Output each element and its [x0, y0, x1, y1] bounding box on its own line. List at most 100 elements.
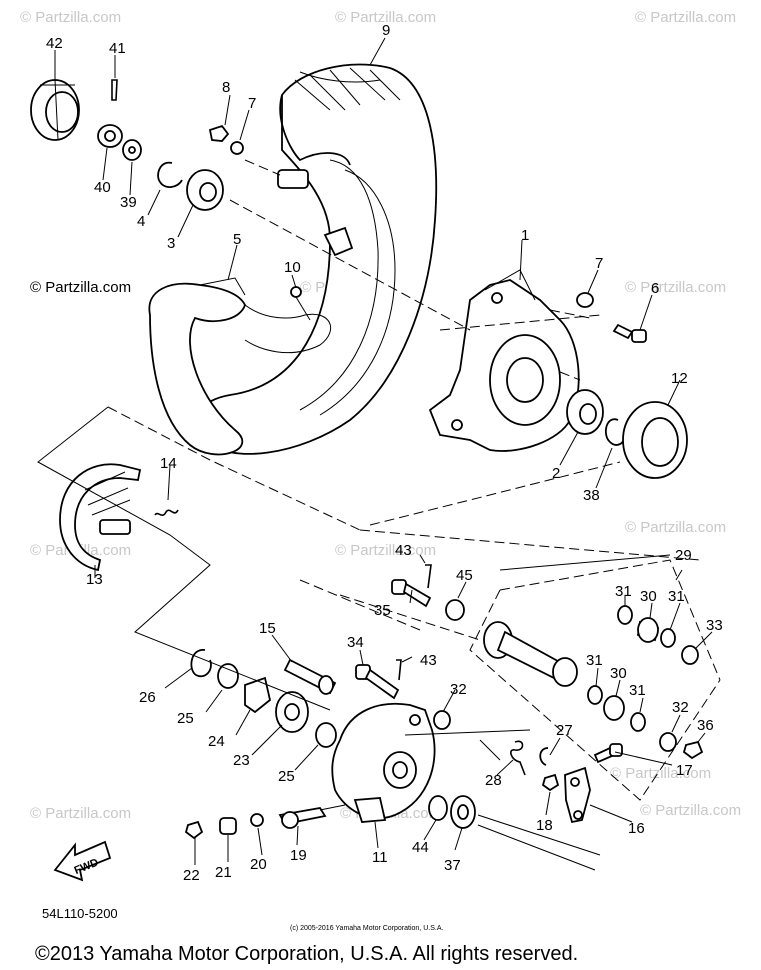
part-label: 1 [521, 227, 529, 244]
washer [576, 292, 594, 308]
part-label: 25 [278, 768, 295, 785]
forward-arrow: FWD [53, 840, 112, 882]
part-label: 10 [284, 259, 301, 276]
watermark: © Partzilla.com [625, 279, 726, 296]
part-label: 26 [139, 689, 156, 706]
return-spring [510, 740, 526, 776]
part-label: 39 [120, 194, 137, 211]
washer [122, 139, 142, 161]
part-label: 35 [374, 602, 391, 619]
indicator-plate [244, 676, 272, 714]
nut [184, 820, 204, 840]
part-label: 37 [444, 857, 461, 874]
part-label: 19 [290, 847, 307, 864]
nut [682, 740, 704, 760]
nut [208, 124, 230, 142]
adjuster [219, 817, 237, 835]
watermark: © Partzilla.com [335, 542, 436, 559]
part-label: 11 [372, 849, 388, 866]
part-label: 20 [250, 856, 267, 873]
part-label: 43 [420, 652, 437, 669]
brake-cam-shaft [283, 658, 337, 695]
watermark: © Partzilla.com [625, 519, 726, 536]
part-label: 24 [208, 733, 225, 750]
brake-shoes [59, 463, 142, 572]
tire-outer-half [195, 63, 438, 455]
brake-lever [564, 766, 591, 824]
axle [477, 621, 601, 871]
part-label: 31 [629, 682, 646, 699]
part-label: 23 [233, 752, 250, 769]
part-label: 40 [94, 179, 111, 196]
brake-rod-joint [278, 807, 327, 829]
o-ring [617, 605, 633, 625]
o-ring [587, 685, 603, 705]
hub-cap [30, 79, 80, 141]
wheel-hub [428, 269, 580, 452]
washer [433, 710, 451, 730]
bearing [186, 169, 224, 211]
bolt [355, 664, 400, 700]
watermark: © Partzilla.com [610, 765, 711, 782]
circlip [157, 161, 183, 188]
watermark: © Partzilla.com [20, 9, 121, 26]
part-label: 5 [233, 231, 241, 248]
watermark: © Partzilla.com [30, 279, 131, 296]
part-label: 32 [450, 681, 467, 698]
cotter-pin [396, 659, 402, 681]
part-label: 2 [552, 465, 560, 482]
part-label: 16 [628, 820, 645, 837]
small-copyright: (c) 2005-2016 Yamaha Motor Corporation, … [290, 925, 443, 932]
tire-inner-half [148, 277, 332, 456]
collar [603, 695, 625, 721]
part-label: 6 [651, 280, 659, 297]
part-label: 42 [46, 35, 63, 52]
washer [315, 722, 337, 748]
washer [217, 663, 239, 689]
part-label: 21 [215, 864, 232, 881]
spring [154, 509, 179, 516]
part-label: 3 [167, 235, 175, 252]
cotter-pin [111, 79, 118, 101]
cotter-pin [425, 564, 432, 589]
part-label: 33 [706, 617, 723, 634]
part-label: 15 [259, 620, 276, 637]
part-label: 13 [86, 571, 103, 588]
part-label: 28 [485, 772, 502, 789]
part-label: 36 [697, 717, 714, 734]
part-label: 14 [160, 455, 177, 472]
brake-panel [331, 702, 436, 823]
washer [445, 599, 465, 621]
axle-nut [97, 124, 123, 148]
part-label: 22 [183, 867, 200, 884]
part-label: 27 [556, 722, 573, 739]
watermark: © Partzilla.com [335, 9, 436, 26]
diagram-code: 54L110-5200 [42, 906, 118, 921]
part-label: 43 [395, 542, 412, 559]
watermark: © Partzilla.com [30, 805, 131, 822]
part-label: 34 [347, 634, 364, 651]
part-label: 30 [610, 665, 627, 682]
part-label: 45 [456, 567, 473, 584]
part-label: 38 [583, 487, 600, 504]
part-label: 31 [668, 588, 685, 605]
dust-cap [681, 645, 699, 665]
o-ring [660, 628, 676, 648]
part-label: 30 [640, 588, 657, 605]
watermark: © Partzilla.com [635, 9, 736, 26]
oil-seal [622, 401, 688, 479]
bolt [612, 323, 647, 343]
part-label: 12 [671, 370, 688, 387]
footer-copyright: ©2013 Yamaha Motor Corporation, U.S.A. A… [35, 943, 578, 965]
washer [230, 141, 244, 155]
collar [636, 617, 660, 643]
part-label: 32 [672, 699, 689, 716]
reference-lines [107, 159, 701, 641]
part-label: 4 [137, 213, 145, 230]
circlip [539, 747, 549, 766]
washer [659, 732, 677, 752]
part-label: 44 [412, 839, 429, 856]
leader-lines [54, 37, 713, 865]
bolt [391, 579, 432, 608]
